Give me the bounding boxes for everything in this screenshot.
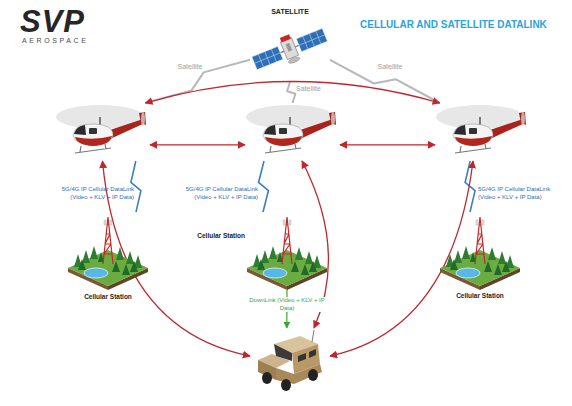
- lightning-link: [330, 60, 440, 103]
- cellular-station-node: Cellular Station: [247, 212, 327, 290]
- illustration-frame: [435, 103, 530, 165]
- helicopter-node: [55, 103, 150, 161]
- edge-label: 5G/4G IP Cellular DataLink (Video + KLV …: [52, 186, 134, 201]
- illustration-frame: [245, 103, 340, 165]
- datalink-arrow: [330, 161, 473, 356]
- helicopter-illustration: [245, 103, 340, 161]
- humvee-node: [250, 328, 330, 398]
- lightning-link: [465, 161, 475, 212]
- logo-subtitle: AEROSPACE: [22, 37, 88, 44]
- helicopter-illustration: [55, 103, 150, 161]
- satellite-node: SATELLITE: [250, 8, 330, 82]
- lightning-link: [259, 161, 269, 212]
- diagram-title: CELLULAR AND SATELLITE DATALINK: [360, 19, 547, 30]
- lightning-link: [287, 82, 295, 103]
- helicopter-illustration: [435, 103, 530, 161]
- edge-label: 5G/4G IP Cellular DataLink (Video + KLV …: [176, 186, 258, 201]
- edge-label: Satellite: [368, 63, 412, 72]
- illustration-frame: [55, 103, 150, 165]
- cellular-station-illustration: [440, 212, 520, 290]
- node-label: Cellular Station: [430, 292, 530, 300]
- illustration-frame: [250, 20, 330, 84]
- node-label: Cellular Station: [183, 232, 245, 240]
- datalink-arrow: [145, 82, 440, 104]
- cellular-station-node: Cellular Station: [440, 212, 520, 290]
- illustration-frame: [250, 328, 330, 402]
- humvee-illustration: [250, 328, 330, 398]
- edge-label: 5G/4G IP Cellular DataLink (Video + KLV …: [478, 186, 560, 201]
- helicopter-node: [245, 103, 340, 161]
- node-label: Cellular Station: [58, 293, 158, 301]
- edge-label: DownLink (Video + KLV + IP Data): [246, 297, 328, 312]
- illustration-frame: [440, 212, 520, 294]
- cellular-station-node: Cellular Station: [68, 212, 148, 290]
- edge-label: Satellite: [296, 85, 340, 94]
- datalink-arrow: [340, 144, 435, 145]
- lightning-link: [145, 60, 250, 103]
- helicopter-node: [435, 103, 530, 161]
- node-label: SATELLITE: [250, 8, 330, 16]
- cellular-station-illustration: [68, 212, 148, 290]
- logo-wordmark: SVP: [20, 4, 85, 40]
- datalink-arrow: [150, 144, 245, 145]
- illustration-frame: [68, 212, 148, 294]
- edge-label: Satellite: [168, 63, 212, 72]
- cellular-station-illustration: [247, 212, 327, 290]
- illustration-frame: [247, 212, 327, 294]
- satellite-illustration: [250, 20, 330, 80]
